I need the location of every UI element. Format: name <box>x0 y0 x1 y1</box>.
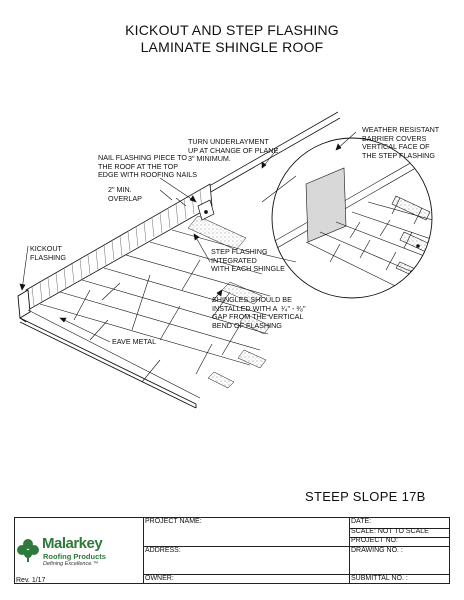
enlarged-detail-circle <box>261 137 433 299</box>
flashing-hatch <box>31 189 203 307</box>
title-block-rule <box>349 528 449 529</box>
clover-logo-icon <box>17 539 39 562</box>
label-eave-metal: EAVE METAL <box>112 337 157 346</box>
shingle-field <box>27 229 271 399</box>
title-block-divider <box>349 518 350 583</box>
eave-metal <box>19 317 197 409</box>
date-field: DATE: <box>351 518 372 525</box>
drawing-title-line2: LAMINATE SHINGLE ROOF <box>140 39 324 55</box>
drawing-title-line1: KICKOUT AND STEP FLASHING <box>125 22 339 38</box>
title-block-rule <box>349 537 449 538</box>
label-nail-flashing: NAIL FLASHING PIECE TO THE ROOF AT THE T… <box>98 153 198 180</box>
label-kickout-flashing: KICKOUT FLASHING <box>30 244 66 262</box>
title-block-rule <box>143 546 449 547</box>
logo-tagline: Defining Excellence.™ <box>43 561 99 567</box>
project-no-field: PROJECT NO: <box>351 537 398 544</box>
revision-label: Rev. 1/17 <box>16 577 46 584</box>
title-block <box>14 517 450 584</box>
label-step-flashing: STEP FLASHING INTEGRATED WITH EACH SHING… <box>211 247 285 274</box>
logo-subtitle: Roofing Products <box>43 552 106 561</box>
title-block-divider <box>143 518 144 583</box>
title-block-rule <box>143 574 449 575</box>
label-weather-barrier: WEATHER RESISTANT BARRIER COVERS VERTICA… <box>362 125 440 160</box>
kickout-flashing <box>17 289 31 323</box>
project-name-field: PROJECT NAME: <box>145 518 202 525</box>
owner-field: OWNER: <box>145 575 174 582</box>
underlayment-strips <box>187 215 271 389</box>
logo-brand: Malarkey <box>42 535 103 552</box>
label-turn-underlayment: TURN UNDERLAYMENT UP AT CHANGE OF PLANE … <box>188 137 279 164</box>
address-field: ADDRESS: <box>145 547 181 554</box>
scale-field: SCALE: NOT TO SCALE <box>351 528 429 535</box>
leader-lines <box>19 131 357 343</box>
sheet-id: STEEP SLOPE 17B <box>305 489 426 504</box>
submittal-no-field: SUBMITTAL NO. : <box>351 575 408 582</box>
drawing-no-field: DRAWING NO. : <box>351 547 403 554</box>
label-overlap: 2" MIN. OVERLAP <box>108 185 142 203</box>
label-shingles-gap: SHINGLES SHOULD BE INSTALLED WITH A ¹⁄₄"… <box>212 295 306 330</box>
wall-lines <box>17 111 341 312</box>
nail-flashing-piece <box>197 199 215 221</box>
